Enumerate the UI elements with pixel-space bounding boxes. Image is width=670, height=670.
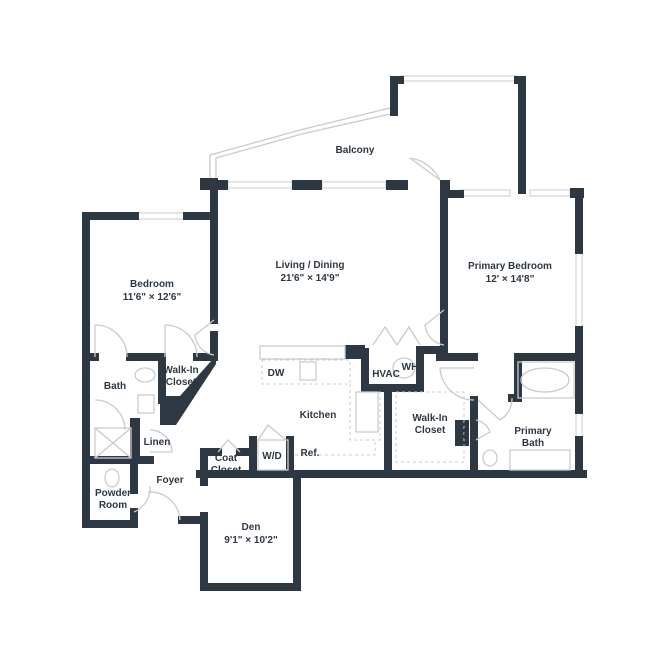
bedroom-label: Bedroom <box>130 279 174 290</box>
walk-in-closet-label: Walk-In <box>412 413 447 424</box>
kitchen-label: Kitchen <box>300 410 337 421</box>
linen-label: Linen <box>461 421 471 445</box>
fixtures <box>94 345 575 488</box>
walk-in-closet-label: Walk-In <box>163 365 198 376</box>
balcony-label: Balcony <box>336 145 375 156</box>
refrigerator-label: Ref. <box>301 448 320 459</box>
walk-in-closet-label: Closet <box>166 377 197 388</box>
linen-label: Linen <box>144 437 171 448</box>
balcony-railing <box>209 107 391 180</box>
living-dining-size: 21'6" × 14'9" <box>280 273 339 284</box>
walls <box>82 76 587 591</box>
den-size: 9'1" × 10'2" <box>224 535 278 546</box>
foyer-label: Foyer <box>156 475 183 486</box>
walk-in-closet-label: Closet <box>415 425 446 436</box>
primary-bedroom-label: Primary Bedroom <box>468 261 552 272</box>
coat-closet-label: Coat <box>215 453 238 464</box>
coat-closet-label: Closet <box>211 465 242 476</box>
primary-bath-label: Bath <box>522 438 544 449</box>
powder-room-label: Room <box>99 500 127 511</box>
living-dining-label: Living / Dining <box>276 260 345 271</box>
primary-bedroom-size: 12' × 14'8" <box>486 274 535 285</box>
dishwasher-label: DW <box>268 368 285 379</box>
primary-bath-label: Primary <box>514 426 552 437</box>
hvac-label: HVAC <box>372 369 400 380</box>
powder-room-label: Powder <box>95 488 131 499</box>
doors <box>94 157 513 521</box>
bath-label: Bath <box>104 381 126 392</box>
water-heater-label: WH <box>402 362 419 373</box>
den-label: Den <box>242 522 261 533</box>
washer-dryer-label: W/D <box>262 451 281 462</box>
room-labels: Balcony Living / Dining 21'6" × 14'9" Be… <box>95 145 552 546</box>
bedroom-size: 11'6" × 12'6" <box>123 292 182 303</box>
